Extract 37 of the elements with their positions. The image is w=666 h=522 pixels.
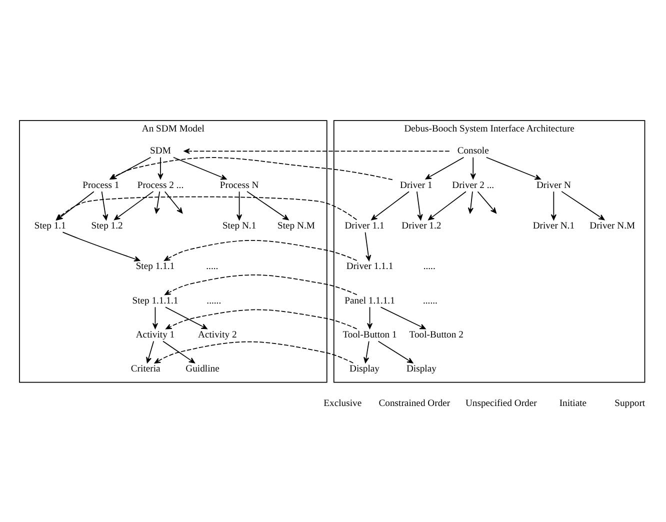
label: ..... [206,260,218,272]
legend-label: Initiate [559,397,587,408]
node-text: Step 1.2 [91,220,123,231]
node-text: Activity 1 [136,329,175,340]
node-text: Step N.M [278,220,315,231]
node-text: Driver 1.2 [402,220,442,231]
node-text: Display [406,363,436,374]
label: ...... [206,294,222,306]
node-text: Process 1 [82,179,120,190]
node-text: Panel 1.1.1.1 [344,294,395,306]
node-text: Step 1.1 [34,220,66,231]
legend-label: Constrained Order [378,397,450,408]
node-text: Driver 1.1.1 [346,260,394,272]
node-text: SDM [150,145,171,156]
node-text: Driver N.M [590,220,636,231]
node-text: Tool-Button 1 [342,329,397,340]
node-text: Step 1.1.1 [136,260,175,272]
legend-label: Exclusive [324,397,362,408]
label: ..... [423,260,436,272]
label: ...... [422,294,438,306]
node-text: Step N.1 [222,220,256,231]
legend-label: Support [614,397,646,408]
node-text: Driver N.1 [532,220,575,231]
node-text: Driver N [536,179,571,190]
node-text: Driver 1.1 [344,220,384,231]
node-text: Criteria [130,363,160,374]
node-text: Step 1.1.1.1 [132,294,178,306]
node-text: Activity 2 [198,329,237,340]
node-text: Console [457,145,489,156]
node-text: Driver 2 ... [452,179,494,190]
node-text: Tool-Button 2 [409,329,464,340]
node-text: Display [350,363,380,374]
node-text: Process 2 ... [137,179,184,190]
node-text: Guidline [186,363,220,374]
legend-label: Unspecified Order [465,397,537,408]
node-text: Process N [220,179,259,190]
node-text: Driver 1 [400,179,432,190]
